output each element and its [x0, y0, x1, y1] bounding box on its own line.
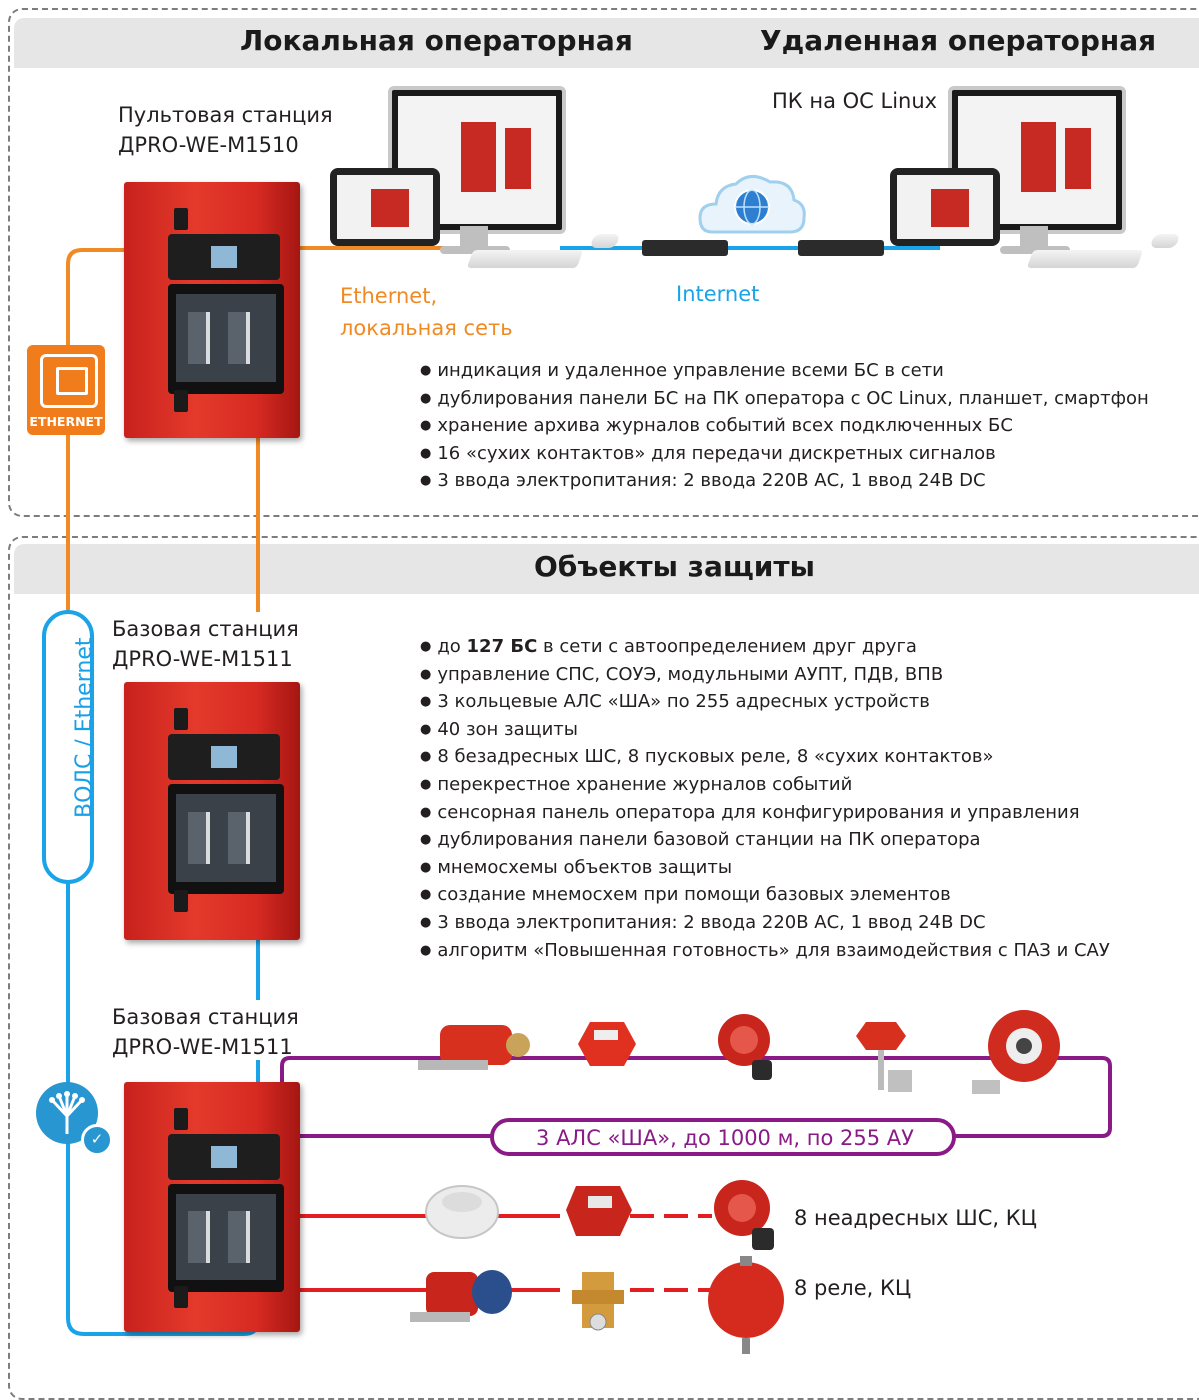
- bottom-header-band: [14, 544, 1199, 594]
- control-panel: [168, 1134, 280, 1180]
- base-station-2-label: Базовая станция ДPRO-WE-M1511: [112, 1002, 299, 1062]
- ethernet-label: Ethernet, локальная сеть: [340, 280, 513, 344]
- feature-item: сенсорная панель оператора для конфигури…: [420, 800, 1110, 828]
- fiber-optic-icon: ✓: [36, 1082, 113, 1156]
- base-station-2-line1: Базовая станция: [112, 1005, 299, 1029]
- base-station-1-line2: ДPRO-WE-M1511: [112, 647, 293, 671]
- ethernet-label-line2: локальная сеть: [340, 316, 513, 340]
- smoke-detector-icon: [425, 1185, 499, 1239]
- local-tablet: [330, 168, 440, 246]
- remote-switch: [798, 240, 884, 256]
- console-station-label: Пультовая станция ДPRO-WE-M1510: [118, 100, 333, 160]
- feature-item: дублирования панели БС на ПК оператора с…: [420, 386, 1148, 414]
- feature-item: алгоритм «Повышенная готовность» для вза…: [420, 938, 1110, 966]
- protection-objects-header: Объекты защиты: [534, 550, 815, 583]
- fiber-link-capsule: [42, 610, 94, 884]
- feature-item: до 127 БС в сети с автоопределением друг…: [420, 634, 1110, 662]
- ethernet-label-line1: Ethernet,: [340, 284, 438, 308]
- feature-bold: 127 БС: [466, 636, 538, 657]
- base-station-2-cabinet: [124, 1082, 300, 1332]
- heat-detector-icon: [856, 1022, 912, 1092]
- control-panel: [168, 734, 280, 780]
- ethernet-line-left: [66, 248, 126, 612]
- relay-label: 8 реле, КЦ: [794, 1276, 912, 1300]
- base-station-1-label: Базовая станция ДPRO-WE-M1511: [112, 614, 299, 674]
- local-operator-header: Локальная операторная: [240, 24, 633, 57]
- feature-prefix: до: [437, 636, 467, 657]
- cabinet-lock-bottom: [174, 1286, 188, 1308]
- feature-item: 16 «сухих контактов» для передачи дискре…: [420, 441, 1149, 469]
- als-loop-label: 3 АЛС «ША», до 1000 м, по 255 АУ: [536, 1126, 914, 1150]
- manual-call-point-icon: [566, 1186, 632, 1236]
- als-label-capsule: [490, 1118, 956, 1156]
- cabinet-lock: [174, 208, 188, 230]
- console-station-line1: Пультовая станция: [118, 103, 333, 127]
- console-station-line2: ДPRO-WE-M1510: [118, 133, 299, 157]
- flame-detector-icon: [718, 1014, 772, 1080]
- cabinet-lock: [174, 708, 188, 730]
- feature-item: мнемосхемы объектов защиты: [420, 855, 1110, 883]
- feature-suffix: в сети с автоопределением друг друга: [537, 636, 917, 657]
- explosion-proof-detector-icon: [418, 1025, 530, 1070]
- feature-item: хранение архива журналов событий всех по…: [420, 413, 1149, 441]
- base-station-1-line1: Базовая станция: [112, 617, 299, 641]
- check-icon: ✓: [81, 1124, 113, 1156]
- base-station-feature-list: до 127 БС в сети с автоопределением друг…: [420, 634, 1110, 965]
- local-monitor-stand: [460, 226, 488, 248]
- remote-operator-header: Удаленная операторная: [760, 24, 1157, 57]
- beam-detector-icon: [972, 1010, 1060, 1094]
- base-station-1-cabinet: [124, 682, 300, 940]
- base-station-2-line2: ДPRO-WE-M1511: [112, 1035, 293, 1059]
- touch-screen: [168, 784, 284, 894]
- feature-item: дублирования панели базовой станции на П…: [420, 827, 1110, 855]
- ethernet-badge-label: ETHERNET: [29, 414, 103, 429]
- feature-item: 3 кольцевые АЛС «ША» по 255 адресных уст…: [420, 689, 1110, 717]
- cabinet-lock-bottom: [174, 890, 188, 912]
- address-module-icon: [578, 1022, 636, 1066]
- feature-item: 40 зон защиты: [420, 717, 1110, 745]
- local-switch: [642, 240, 728, 256]
- feature-item: перекрестное хранение журналов событий: [420, 772, 1110, 800]
- top-header-band: [14, 18, 1199, 68]
- siren-strobe-icon: [410, 1270, 512, 1322]
- valve-actuator-icon: [572, 1272, 624, 1331]
- touch-screen: [168, 1184, 284, 1292]
- feature-item: индикация и удаленное управление всеми Б…: [420, 358, 1149, 386]
- feature-item: управление СПС, СОУЭ, модульными АУПТ, П…: [420, 662, 1110, 690]
- ethernet-port-icon: ETHERNET: [27, 345, 105, 435]
- fiber-strands-icon: [49, 1091, 85, 1134]
- fire-extinguisher-module-icon: [708, 1256, 784, 1354]
- console-feature-list: индикация и удаленное управление всеми Б…: [420, 358, 1149, 496]
- flame-detector-icon: [714, 1180, 774, 1250]
- feature-item: 8 безадресных ШС, 8 пусковых реле, 8 «су…: [420, 744, 1110, 772]
- linux-pc-label: ПК на ОС Linux: [772, 89, 938, 113]
- remote-monitor-stand: [1020, 226, 1048, 248]
- internet-label: Internet: [676, 282, 760, 306]
- control-panel: [168, 234, 280, 280]
- loop-label: 8 неадресных ШС, КЦ: [794, 1206, 1037, 1230]
- console-station-cabinet: [124, 182, 300, 438]
- cabinet-lock-bottom: [174, 390, 188, 412]
- touch-screen: [168, 284, 284, 394]
- feature-item: 3 ввода электропитания: 2 ввода 220В АС,…: [420, 910, 1110, 938]
- feature-item: создание мнемосхем при помощи базовых эл…: [420, 882, 1110, 910]
- cabinet-lock: [174, 1108, 188, 1130]
- remote-tablet: [890, 168, 1000, 246]
- feature-item: 3 ввода электропитания: 2 ввода 220В АС,…: [420, 468, 1149, 496]
